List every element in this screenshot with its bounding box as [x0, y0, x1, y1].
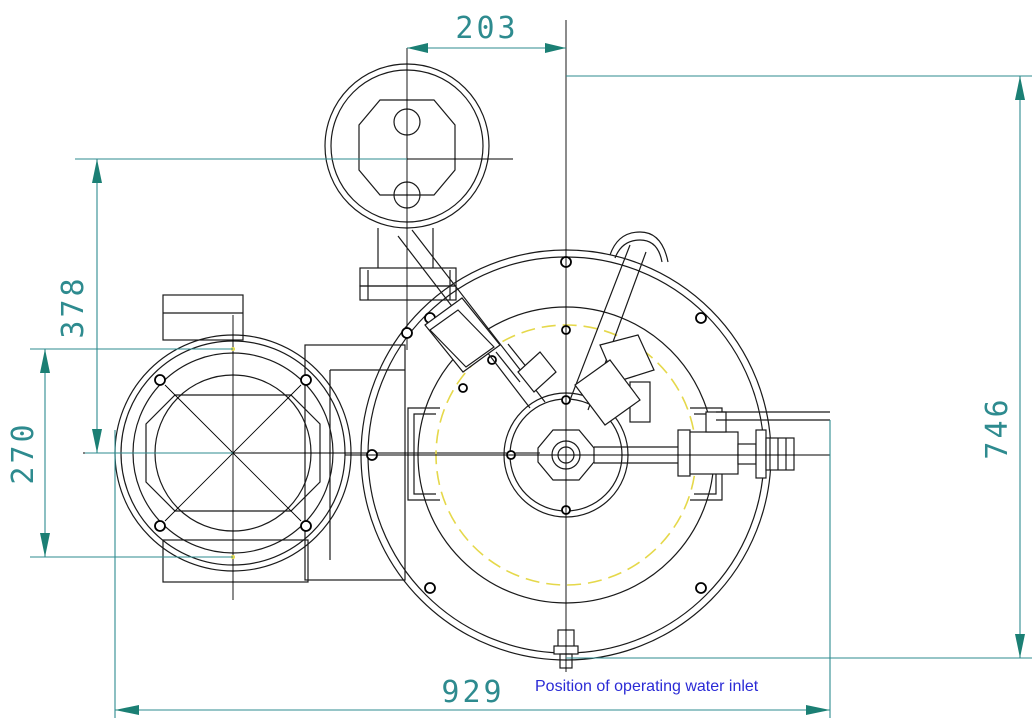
dim-left-height-inner: 270 — [6, 421, 41, 484]
diagonal-pipes — [397, 229, 655, 426]
right-valve — [594, 411, 830, 479]
centre-lines — [345, 20, 830, 672]
top-gauge — [75, 48, 513, 350]
dim-right-height: 746 — [980, 396, 1015, 459]
dim-left-height-outer: 378 — [56, 275, 91, 338]
dim-top-width: 203 — [455, 11, 518, 46]
dim-bottom-width: 929 — [441, 675, 504, 710]
dimension-lines — [30, 43, 1032, 718]
water-inlet-annotation: Position of operating water inlet — [535, 678, 759, 695]
